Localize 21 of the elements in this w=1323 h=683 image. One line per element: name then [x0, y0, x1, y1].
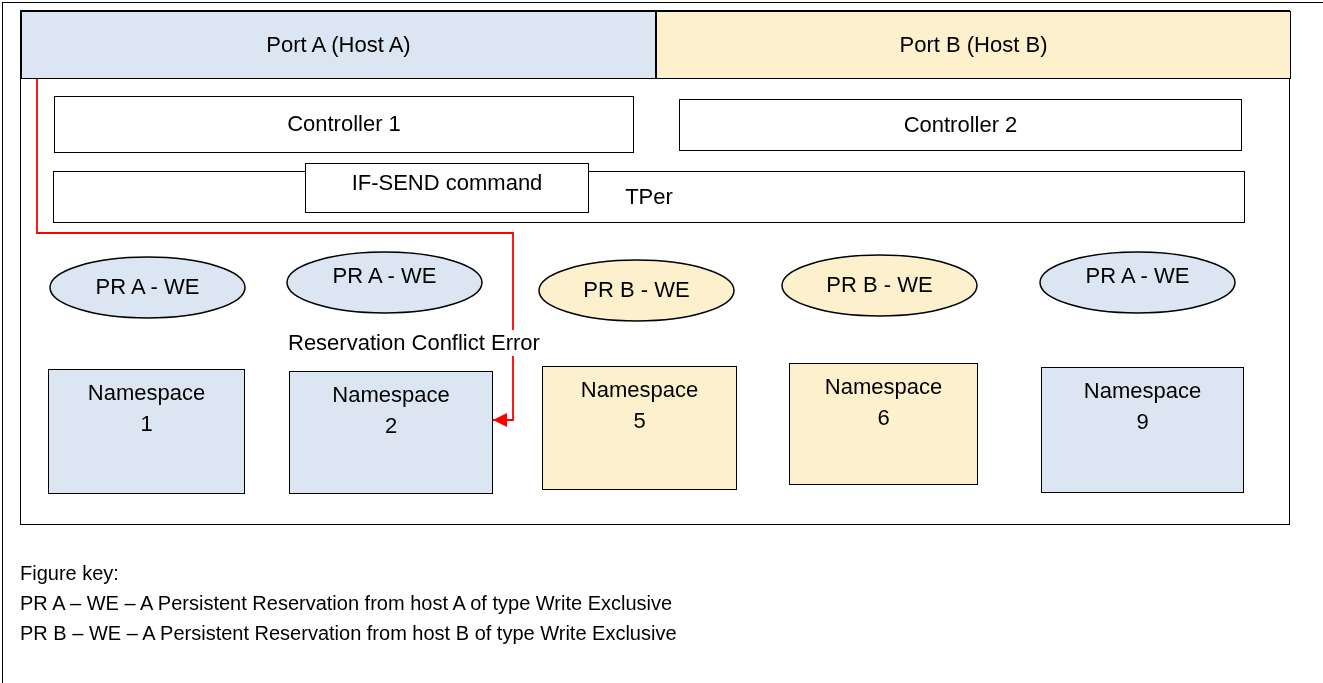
- namespace-box: Namespace 2: [289, 371, 493, 494]
- arrow: [36, 78, 514, 428]
- namespace-box: Namespace 6: [789, 363, 978, 485]
- reservation-ellipse: PR A - WE: [1039, 251, 1236, 314]
- legend-heading: Figure key:: [20, 562, 119, 585]
- status-text: Reservation Conflict Error: [288, 330, 540, 356]
- namespace-box: Namespace 9: [1041, 367, 1244, 493]
- reservation-ellipse: PR B - WE: [538, 259, 735, 322]
- controller-box: Controller 1: [54, 96, 634, 153]
- device-box: [20, 10, 1290, 525]
- legend-text: PR B – WE – A Persistent Reservation from host B of type Write Exclusive: [20, 622, 677, 645]
- reservation-ellipse: PR A - WE: [49, 256, 246, 319]
- legend-text: PR A – WE – A Persistent Reservation from host A of type Write Exclusive: [20, 592, 673, 615]
- namespace-box: Namespace 1: [48, 369, 245, 494]
- reservation-ellipse: PR A - WE: [286, 251, 483, 314]
- command-box: IF-SEND command: [305, 163, 589, 213]
- port-header: Port B (Host B): [656, 11, 1291, 79]
- namespace-box: Namespace 5: [542, 366, 737, 490]
- reservation-ellipse: PR B - WE: [781, 254, 978, 317]
- controller-box: Controller 2: [679, 99, 1242, 151]
- port-header: Port A (Host A): [21, 11, 656, 79]
